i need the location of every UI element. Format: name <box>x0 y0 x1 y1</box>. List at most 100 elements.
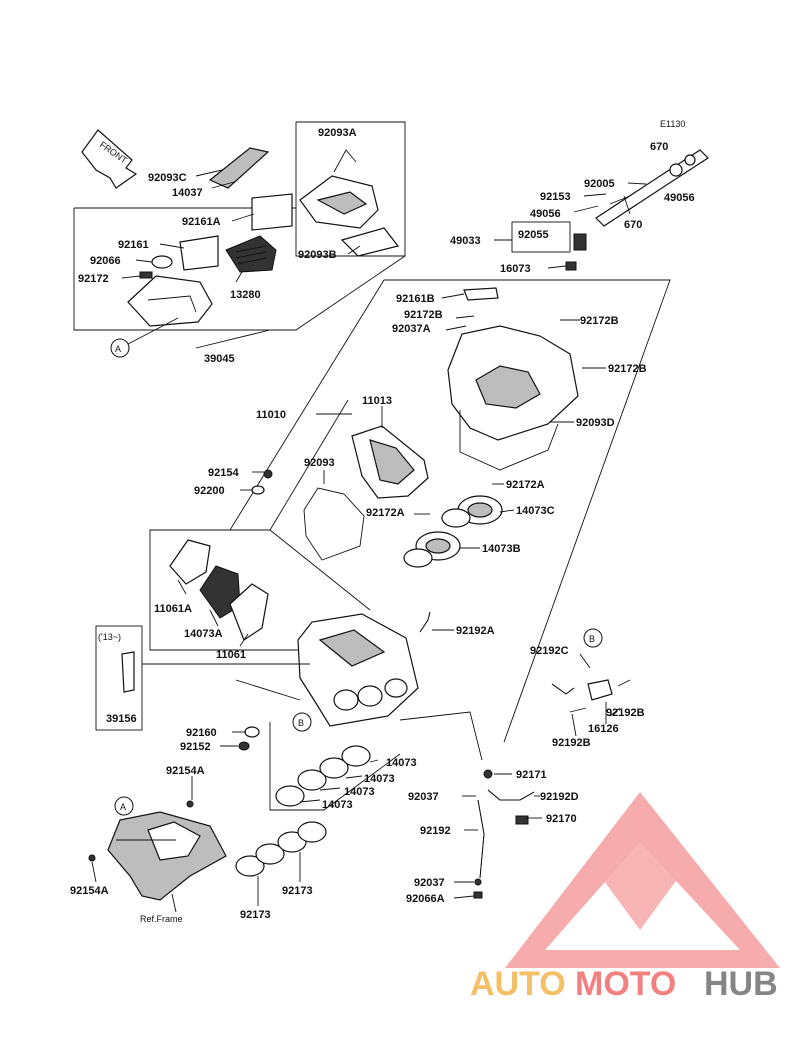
watermark-auto: AUTO <box>470 965 566 1003</box>
label-92055: 92055 <box>518 229 549 241</box>
clamp-92173 <box>235 821 327 877</box>
label-92066A: 92066A <box>406 893 445 905</box>
label-11061: 11061 <box>216 649 246 661</box>
label-11013: 11013 <box>362 395 392 407</box>
air-box-lid-92093A <box>299 149 379 229</box>
label-92192B-1: 92192B <box>606 707 645 719</box>
label-92161: 92161 <box>118 239 149 251</box>
pad-92161A <box>251 193 293 231</box>
label-670b: 670 <box>624 219 642 231</box>
callout-B-right: B <box>583 628 603 648</box>
label-92093C: 92093C <box>148 172 187 184</box>
label-14037: 14037 <box>172 187 203 199</box>
svg-text:B: B <box>589 634 595 644</box>
funnel-14073C <box>441 495 503 528</box>
label-92172B-3: 92172B <box>608 363 647 375</box>
bolt-92154A-top <box>186 800 194 808</box>
valve-16126 <box>551 679 631 713</box>
label-92173-1: 92173 <box>282 885 313 897</box>
label-14073C: 14073C <box>516 505 555 517</box>
label-ref-frame: Ref.Frame <box>140 914 183 924</box>
callout-A-top: A <box>110 317 179 358</box>
link-line-1 <box>269 529 371 611</box>
hose-92192D <box>487 789 535 801</box>
label-92172A-1: 92172A <box>506 479 545 491</box>
svg-text:B: B <box>298 718 304 728</box>
svg-text:A: A <box>115 344 121 354</box>
snorkel-11013 <box>351 425 429 499</box>
label-92192B-2: 92192B <box>552 737 591 749</box>
clamp-92037 <box>474 878 482 886</box>
element-cover-14037 <box>208 147 270 189</box>
filter-11061A <box>169 539 211 585</box>
link-line-3 <box>399 711 483 761</box>
grommet-92160 <box>238 726 260 751</box>
pad-92161 <box>179 235 219 271</box>
label-39156: 39156 <box>106 713 137 725</box>
seal-92093B <box>340 227 400 257</box>
label-92153: 92153 <box>540 191 571 203</box>
label-670a: 670 <box>650 141 668 153</box>
box-39156 <box>95 625 310 731</box>
label-92170: 92170 <box>546 813 577 825</box>
bolt-92154 <box>263 469 273 479</box>
label-13280: 13280 <box>230 289 261 301</box>
label-92066: 92066 <box>90 255 121 267</box>
ref-frame <box>107 811 227 901</box>
valve-92170 <box>515 815 529 825</box>
grommet-92066A <box>473 891 483 899</box>
hose-92192 <box>477 799 485 879</box>
watermark-logo <box>505 792 780 968</box>
label-92093B: 92093B <box>298 249 337 261</box>
filter-11061 <box>229 583 269 641</box>
funnel-14073B <box>403 531 461 568</box>
label-92171: 92171 <box>516 769 547 781</box>
label-49056a: 49056 <box>664 192 695 204</box>
label-92161A: 92161A <box>182 216 221 228</box>
label-92093A: 92093A <box>318 127 357 139</box>
bolt-92172 <box>139 271 153 279</box>
callout-A-bottom: A <box>114 796 134 816</box>
label-14073B: 14073B <box>482 543 521 555</box>
fuel-rail-group <box>565 149 709 271</box>
callout-B-mid: B <box>292 712 312 732</box>
washer-92200 <box>251 485 265 495</box>
label-92200: 92200 <box>194 485 225 497</box>
label-92192A: 92192A <box>456 625 495 637</box>
label-year-note: ('13~) <box>98 632 121 642</box>
holder-39045 <box>127 275 213 327</box>
label-92154: 92154 <box>208 467 239 479</box>
label-14073-1: 14073 <box>386 757 417 769</box>
label-92152: 92152 <box>180 741 211 753</box>
label-14073A: 14073A <box>184 628 223 640</box>
label-92192D: 92192D <box>540 791 579 803</box>
label-92172B-1: 92172B <box>404 309 443 321</box>
label-16073: 16073 <box>500 263 531 275</box>
watermark-moto: MOTO <box>575 965 676 1003</box>
watermark-hub: HUB <box>704 965 778 1003</box>
link-line-2 <box>235 679 301 701</box>
label-92160: 92160 <box>186 727 217 739</box>
label-39045: 39045 <box>204 353 235 365</box>
label-92173-2: 92173 <box>240 909 271 921</box>
front-arrow: FRONT <box>81 129 138 189</box>
label-49033: 49033 <box>450 235 481 247</box>
label-92154A-1: 92154A <box>166 765 205 777</box>
svg-text:A: A <box>120 802 126 812</box>
label-14073-2: 14073 <box>364 773 395 785</box>
bracket-box-49033 <box>511 221 571 253</box>
label-11061A: 11061A <box>154 603 192 615</box>
label-92037: 92037 <box>408 791 439 803</box>
label-92037-2: 92037 <box>414 877 445 889</box>
hose-92192A <box>419 611 431 633</box>
leader-lines <box>91 169 647 913</box>
funnel-stack-14073 <box>269 722 401 811</box>
label-92037A: 92037A <box>392 323 431 335</box>
label-49056b: 49056 <box>530 208 561 220</box>
label-92005: 92005 <box>584 178 615 190</box>
label-92093: 92093 <box>304 457 335 469</box>
label-16126: 16126 <box>588 723 619 735</box>
bolt-92154A-bottom <box>88 854 96 862</box>
